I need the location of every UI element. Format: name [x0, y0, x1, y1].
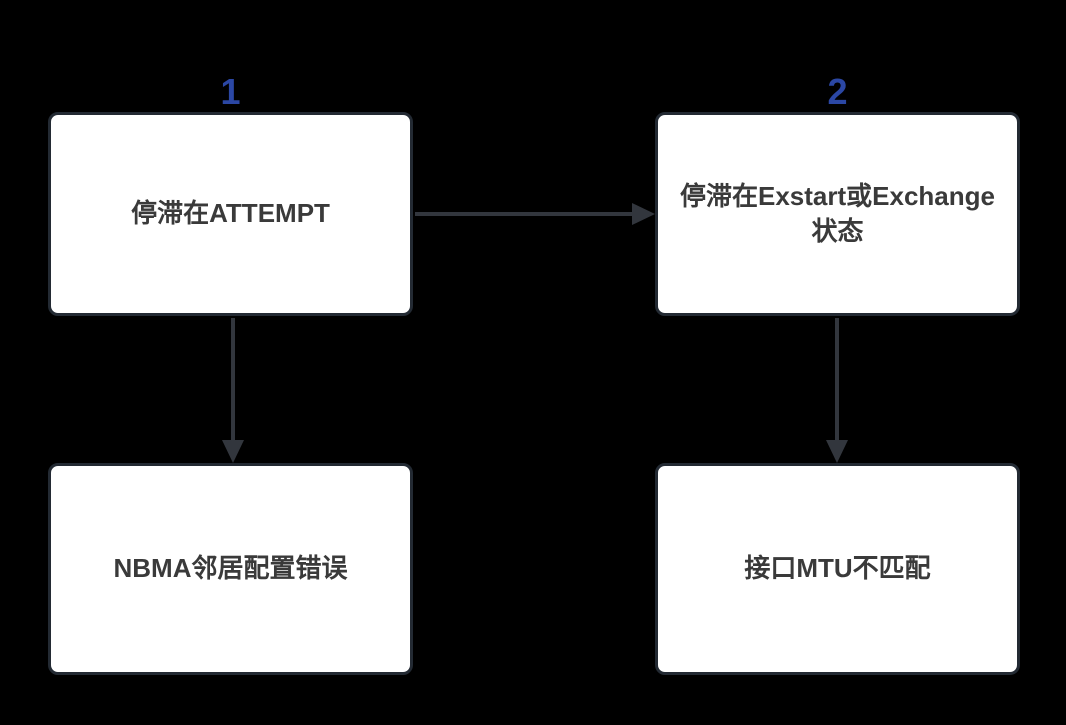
node-stuck-attempt-label: 停滞在ATTEMPT — [131, 198, 330, 229]
node-interface-mtu-mismatch-label: 接口MTU不匹配 — [744, 553, 931, 584]
node-nbma-neighbor-misconfig-label: NBMA邻居配置错误 — [113, 553, 348, 584]
step-number-1: 1 — [220, 71, 241, 112]
step-number-2: 2 — [827, 71, 848, 112]
node-interface-mtu-mismatch: 接口MTU不匹配 — [655, 463, 1020, 675]
node-nbma-neighbor-misconfig: NBMA邻居配置错误 — [48, 463, 413, 675]
node-stuck-exstart-exchange-label: 停滞在Exstart或Exchange状态 — [680, 180, 995, 246]
arrow-attempt-to-nbma — [222, 318, 244, 463]
arrow-attempt-to-exstart — [415, 203, 655, 225]
node-stuck-exstart-exchange: 停滞在Exstart或Exchange状态 — [655, 112, 1020, 316]
node-stuck-attempt: 停滞在ATTEMPT — [48, 112, 413, 316]
arrow-exstart-to-mtu — [826, 318, 848, 463]
